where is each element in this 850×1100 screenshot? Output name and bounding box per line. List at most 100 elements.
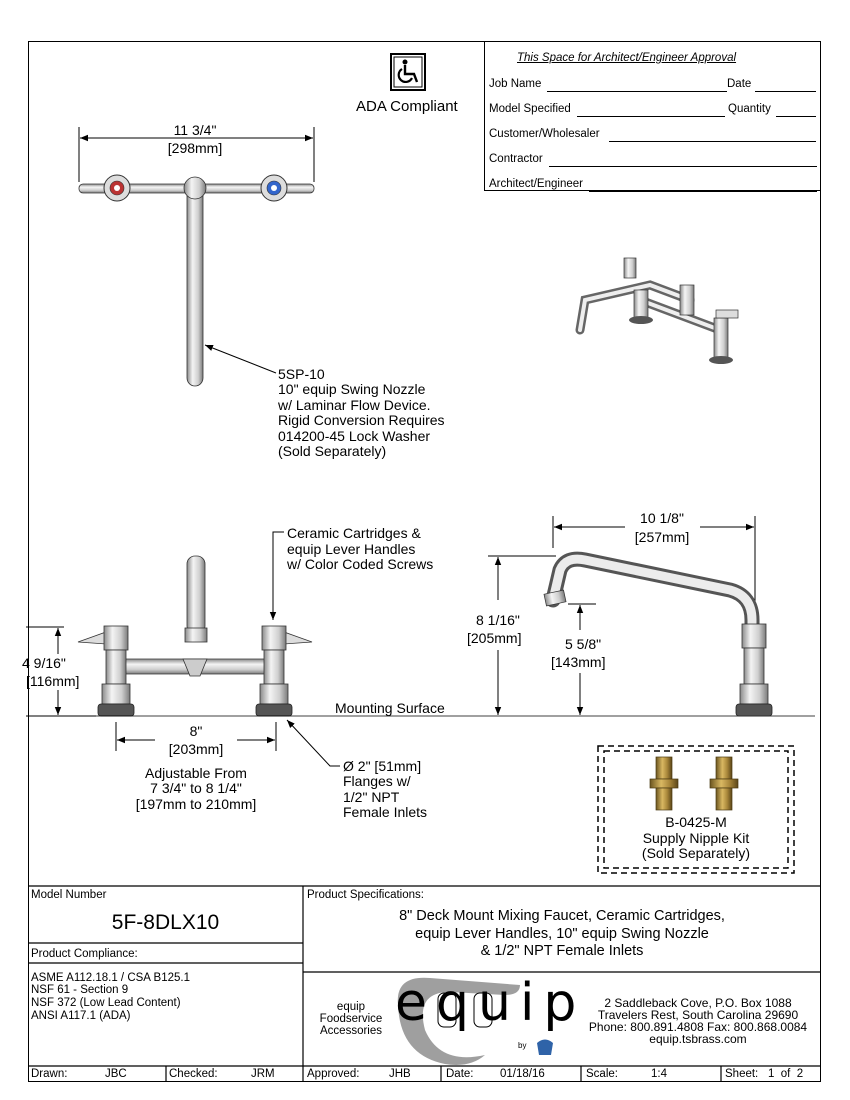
kit-line: (Sold Separately) <box>641 845 751 861</box>
model-number-label: Model Number <box>31 889 107 901</box>
compliance-item: ASME A112.18.1 / CSA B125.1 <box>31 972 190 984</box>
spec-line: equip Lever Handles, 10" equip Swing Noz… <box>415 926 709 942</box>
compliance-item: NSF 61 - Section 9 <box>31 984 129 996</box>
top-width-mm: [298mm] <box>167 140 223 156</box>
scale-value: 1:4 <box>651 1068 667 1080</box>
front-height-mm: [116mm] <box>26 673 80 689</box>
cartridge-note-line: equip Lever Handles <box>287 541 416 557</box>
ada-logo <box>390 53 426 91</box>
side-height-mm: [205mm] <box>467 630 522 646</box>
spout-height-in: 5 5/8" <box>565 636 602 652</box>
date-label: Date <box>727 78 752 90</box>
architect-label: Architect/Engineer <box>489 178 583 190</box>
nozzle-note-line: 014200-45 Lock Washer <box>278 428 431 444</box>
brand-tag-line: Foodservice <box>319 1013 383 1025</box>
front-center-in: 8" <box>189 723 203 739</box>
nozzle-note-line: (Sold Separately) <box>278 443 387 459</box>
customer-label: Customer/Wholesaler <box>489 128 600 140</box>
flange-line: Ø 2" [51mm] <box>343 758 422 774</box>
side-view <box>488 516 773 717</box>
model-specified-label: Model Specified <box>489 103 571 115</box>
spout-height-mm-value: 143mm <box>554 654 602 670</box>
wheelchair-icon <box>390 53 426 91</box>
front-height-mm-value: 116mm <box>29 673 76 689</box>
approval-box: This Space for Architect/Engineer Approv… <box>484 41 821 192</box>
contractor-label: Contractor <box>489 153 543 165</box>
date-value: 01/18/16 <box>500 1068 545 1080</box>
spout-height-mm: [143mm] <box>551 654 606 670</box>
job-name-line <box>547 91 727 92</box>
customer-line <box>609 141 816 142</box>
top-view <box>78 127 315 387</box>
flange-line: Flanges w/ <box>343 773 411 789</box>
brand-tag-line: equip <box>336 1001 366 1013</box>
side-height-mm-value: 205mm <box>470 630 518 646</box>
nipple-2 <box>709 756 739 811</box>
side-height-in: 8 1/16" <box>476 612 520 628</box>
nozzle-note-line: w/ Laminar Flow Device. <box>278 397 431 413</box>
spec-line: 8" Deck Mount Mixing Faucet, Ceramic Car… <box>399 908 725 924</box>
cartridge-note-line: Ceramic Cartridges & <box>287 525 421 541</box>
ada-label: ADA Compliant <box>356 98 458 115</box>
side-reach-mm-value: 257mm <box>638 529 686 545</box>
address-line: equip.tsbrass.com <box>649 1032 747 1046</box>
side-reach-mm: [257mm] <box>634 529 690 545</box>
approval-heading: This Space for Architect/Engineer Approv… <box>517 52 737 64</box>
quantity-label: Quantity <box>728 103 771 115</box>
compliance-item: NSF 372 (Low Lead Content) <box>31 997 181 1009</box>
title-block-lines <box>28 885 821 1082</box>
supply-kit <box>597 745 795 874</box>
address-line: 2 Saddleback Cove, P.O. Box 1088 <box>604 996 792 1010</box>
front-view <box>26 531 815 767</box>
quantity-line <box>776 116 816 117</box>
architect-line <box>589 191 817 192</box>
side-reach-in: 10 1/8" <box>640 510 684 526</box>
brand-by: by <box>518 1041 527 1050</box>
compliance-item: ANSI A117.1 (ADA) <box>31 1010 131 1022</box>
kit-line: Supply Nipple Kit <box>642 830 750 846</box>
drawing-frame <box>28 41 821 1082</box>
date-line <box>755 91 816 92</box>
date-label-footer: Date: <box>446 1068 474 1080</box>
nozzle-note-line: Rigid Conversion Requires <box>278 412 445 428</box>
flange-line: 1/2" NPT <box>343 789 400 805</box>
adjustable-line: 7 3/4" to 8 1/4" <box>150 780 242 796</box>
brand-logo: equip <box>395 973 586 1033</box>
address-line: Travelers Rest, South Carolina 29690 <box>597 1008 799 1022</box>
brand-logo-art <box>397 977 553 1065</box>
nozzle-note-line: 5SP-10 <box>278 366 325 382</box>
scale-label: Scale: <box>586 1068 618 1080</box>
front-height-in: 4 9/16" <box>22 655 66 671</box>
address-line: Phone: 800.891.4808 Fax: 800.868.0084 <box>588 1020 808 1034</box>
model-number: 5F-8DLX10 <box>111 911 220 934</box>
front-center-mm-value: 203mm <box>172 741 220 757</box>
nozzle-note-line: 10" equip Swing Nozzle <box>278 381 426 397</box>
top-width-in: 11 3/4" <box>173 122 217 138</box>
front-center-mm: [203mm] <box>168 741 224 757</box>
adjustable-line: [197mm to 210mm] <box>135 796 257 812</box>
adjustable-line: Adjustable From <box>145 765 247 781</box>
contractor-line <box>549 166 817 167</box>
nipple-1 <box>649 756 679 811</box>
checked-label: Checked: <box>169 1068 218 1080</box>
top-width-mm-value: 298mm <box>171 140 219 156</box>
brand-tag-line: Accessories <box>320 1025 382 1037</box>
sheet-value: 1 of 2 <box>768 1068 804 1080</box>
isometric-view <box>575 257 739 364</box>
approved-label: Approved: <box>307 1068 360 1080</box>
sheet-label: Sheet: <box>725 1068 759 1080</box>
cartridge-note-line: w/ Color Coded Screws <box>287 556 434 572</box>
drawn-label: Drawn: <box>31 1068 68 1080</box>
compliance-label: Product Compliance: <box>31 948 138 960</box>
spec-label: Product Specifications: <box>307 889 424 901</box>
checked-value: JRM <box>251 1068 275 1080</box>
job-name-label: Job Name <box>489 78 542 90</box>
flange-line: Female Inlets <box>343 804 428 820</box>
model-specified-line <box>577 116 725 117</box>
mounting-surface-label: Mounting Surface <box>335 700 445 716</box>
approved-value: JHB <box>389 1068 411 1080</box>
drawn-value: JBC <box>105 1068 127 1080</box>
kit-line: B-0425-M <box>665 814 727 830</box>
spec-line: & 1/2" NPT Female Inlets <box>480 943 644 959</box>
